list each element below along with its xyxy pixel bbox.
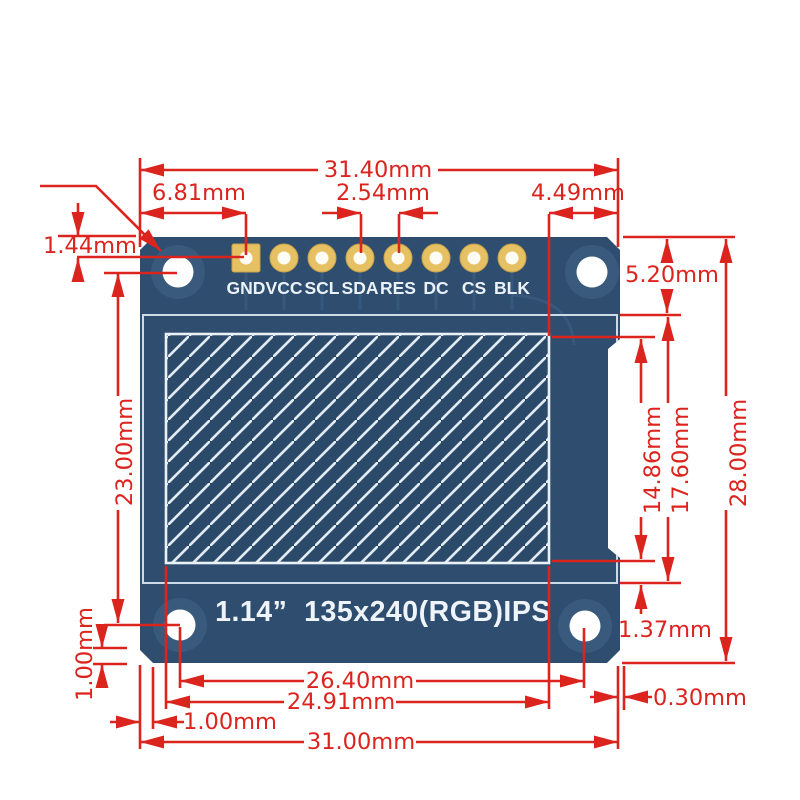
mounting-hole-top-right [576, 256, 608, 288]
dim-pin-offset: 6.81mm [152, 180, 246, 206]
dim-active-area-width: 24.91mm [287, 689, 395, 715]
pad-hole [239, 251, 253, 265]
pad-hole [277, 251, 291, 265]
mounting-hole-top-left [162, 256, 194, 288]
dim-chamfer-height: 1.00mm [72, 607, 98, 701]
active-area-border [164, 332, 551, 565]
pad-hole [353, 251, 367, 265]
dim-hole-pitch-vertical: 23.00mm [112, 398, 138, 506]
dim-notch-height: 14.86mm [640, 406, 666, 514]
dim-board-width-top: 31.40mm [324, 157, 432, 183]
dim-hole-pitch-horizontal: 26.40mm [306, 668, 414, 694]
pin-header-pads [231, 243, 527, 273]
hole-leader-arrow [40, 184, 162, 252]
dimension-lines [71, 163, 733, 749]
dimension-labels: 31.40mm 6.81mm 2.54mm 4.49mm 1.44mm 5.20… [43, 157, 752, 755]
dim-board-height: 28.00mm [726, 399, 752, 507]
pin-label-vcc: VCC [266, 278, 303, 298]
dim-display-top-offset: 5.20mm [625, 262, 719, 288]
dim-edge-gap: 0.30mm [653, 685, 747, 711]
pin-labels: GND VCC SCL SDA RES DC CS BLK [227, 278, 531, 298]
dim-chamfer-width: 1.00mm [183, 709, 277, 735]
pad-hole [505, 251, 519, 265]
pin-label-scl: SCL [305, 278, 340, 298]
active-area-hatch [166, 334, 549, 563]
dim-board-width-bottom: 31.00mm [307, 729, 415, 755]
pin-label-dc: DC [423, 278, 449, 298]
pin-label-blk: BLK [494, 278, 530, 298]
dim-pin-row-offset: 1.44mm [43, 233, 137, 259]
mounting-hole-bottom-right [569, 610, 601, 642]
pad-hole [391, 251, 405, 265]
board-title: 1.14” 135x240(RGB)IPS [215, 596, 551, 628]
dim-pin-pitch: 2.54mm [336, 180, 430, 206]
display-active-area [164, 332, 551, 565]
pad-hole [315, 251, 329, 265]
dim-display-outline-height: 17.60mm [668, 406, 694, 514]
pin-label-res: RES [380, 278, 416, 298]
pin-label-sda: SDA [342, 278, 379, 298]
dim-right-margin: 4.49mm [531, 180, 625, 206]
pin-label-gnd: GND [227, 278, 266, 298]
pad-hole [467, 251, 481, 265]
pad-hole [429, 251, 443, 265]
dim-display-bottom-gap: 1.37mm [618, 617, 712, 643]
pin-label-cs: CS [462, 278, 486, 298]
